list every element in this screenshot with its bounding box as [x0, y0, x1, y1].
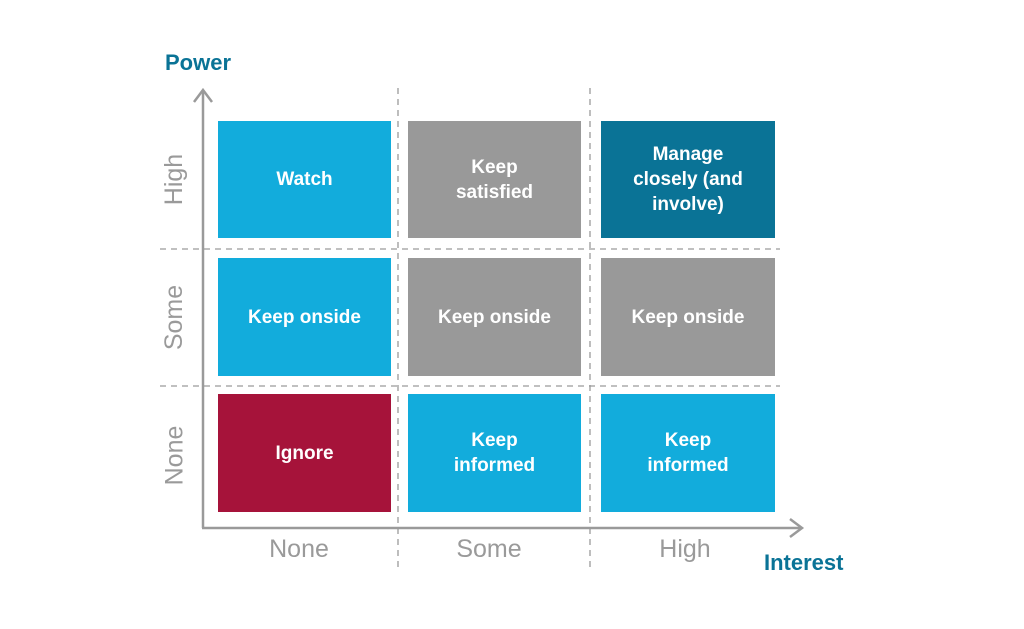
y-axis-arrowhead [193, 87, 213, 103]
row-label-text: High [160, 153, 189, 205]
quadrant-cell-r1-c2: Keep satisfied [408, 121, 581, 238]
x-axis-arrowhead [789, 518, 805, 538]
x-axis-title: Interest [764, 550, 844, 575]
quadrant-cell-r2-c2: Keep onside [408, 258, 581, 376]
row-label-text: Some [160, 284, 189, 350]
row-label-none: None [150, 400, 200, 510]
row-label-text: None [160, 425, 189, 485]
quadrant-cell-r1-c1: Watch [218, 121, 391, 238]
col-label-none: None [269, 535, 329, 563]
quadrant-cell-r3-c2: Keep informed [408, 394, 581, 512]
y-axis-title: Power [165, 50, 232, 75]
quadrant-cell-r3-c3: Keep informed [601, 394, 775, 512]
col-label-some: Some [456, 535, 522, 563]
quadrant-cell-r3-c1: Ignore [218, 394, 391, 512]
quadrant-cell-r2-c1: Keep onside [218, 258, 391, 376]
quadrant-cell-r2-c3: Keep onside [601, 258, 775, 376]
quadrant-cell-r1-c3: Manage closely (and involve) [601, 121, 775, 238]
col-label-high: High [659, 535, 711, 563]
row-label-some: Some [150, 262, 200, 372]
row-label-high: High [150, 124, 200, 234]
